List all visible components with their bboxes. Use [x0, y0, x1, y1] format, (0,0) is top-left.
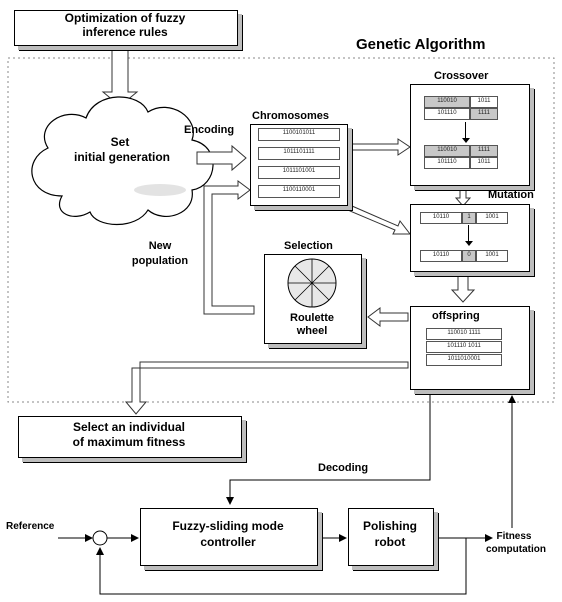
new-population-line1: New [148, 240, 172, 252]
roulette-line1: Roulette [290, 312, 334, 324]
hollow-arrow-new-population [203, 180, 255, 315]
crossover-after-left: 110010 [424, 145, 470, 157]
offspring-row: 101110 1011 [426, 341, 502, 353]
select-individual-box [18, 416, 242, 458]
crossover-down-arrow-icon [465, 122, 466, 140]
crossover-title: Crossover [434, 70, 489, 82]
mutation-after-bit: 0 [462, 250, 476, 262]
controller-line1: Fuzzy-sliding mode [172, 519, 284, 533]
chromosome-row: 1011101001 [258, 166, 340, 179]
chromosome-row: 1011101111 [258, 147, 340, 160]
decoding-line [226, 392, 431, 505]
mutation-before-b: 1001 [476, 212, 508, 224]
select-individual-line1: Select an individual [72, 420, 186, 434]
hollow-arrow-mutation-to-offspring [450, 273, 476, 303]
mutation-after-b: 1001 [476, 250, 508, 262]
hollow-arrow-to-mutation [349, 205, 412, 235]
select-individual-line2: of maximum fitness [72, 435, 186, 449]
mutation-before-bit: 1 [462, 212, 476, 224]
crossover-after-left: 101110 [424, 157, 470, 169]
decoding-label: Decoding [318, 462, 369, 474]
hollow-arrow-offspring-to-selection [367, 307, 409, 327]
crossover-before-right: 1011 [470, 96, 498, 108]
optimization-title-box [14, 10, 238, 46]
crossover-before-left: 110010 [424, 96, 470, 108]
hollow-arrow-to-crossover [351, 138, 411, 156]
chromosomes-title: Chromosomes [252, 110, 330, 122]
summing-junction [92, 530, 108, 546]
offspring-row: 110010 1111 [426, 328, 502, 340]
robot-box [348, 508, 434, 566]
mutation-down-arrow-icon [468, 225, 469, 243]
fitness-line2: computation [486, 544, 546, 555]
encoding-label: Encoding [184, 124, 235, 136]
robot-line2: robot [374, 535, 406, 549]
selection-box [264, 254, 362, 344]
selection-title: Selection [284, 240, 333, 252]
chromosome-row: 1100101011 [258, 128, 340, 141]
hollow-arrow-encoding [196, 144, 247, 172]
controller-line2: controller [200, 535, 256, 549]
crossover-after-right: 1011 [470, 157, 498, 169]
cloud-line2: initial generation [73, 150, 170, 164]
offspring-title: offspring [432, 310, 480, 322]
hollow-arrow-to-select-individual [124, 361, 409, 415]
new-population-line2: population [131, 255, 189, 267]
mutation-arrowhead-icon [465, 241, 473, 246]
ga-title: Genetic Algorithm [356, 36, 486, 53]
offspring-row: 1011010001 [426, 354, 502, 366]
mutation-after-a: 10110 [420, 250, 462, 262]
roulette-wheel-icon [287, 258, 337, 308]
optimization-title-line2: inference rules [82, 25, 168, 39]
crossover-before-right: 1111 [470, 108, 498, 120]
controller-box [140, 508, 318, 566]
mutation-before-a: 10110 [420, 212, 462, 224]
chromosome-row: 1100110001 [258, 185, 340, 198]
optimization-title-line1: Optimization of fuzzy [64, 11, 186, 25]
robot-line1: Polishing [363, 519, 417, 533]
hollow-arrow-crossover-to-mutation [454, 187, 472, 207]
reference-label: Reference [6, 521, 55, 532]
cloud-line1: Set [110, 135, 130, 149]
feedback-line [96, 538, 467, 595]
roulette-line2: wheel [296, 325, 328, 337]
fitness-line1: Fitness [496, 531, 532, 542]
crossover-before-left: 101110 [424, 108, 470, 120]
mutation-title: Mutation [488, 189, 534, 201]
cloud-shape [31, 96, 214, 225]
crossover-arrowhead-icon [462, 138, 470, 143]
crossover-after-right: 1111 [470, 145, 498, 157]
